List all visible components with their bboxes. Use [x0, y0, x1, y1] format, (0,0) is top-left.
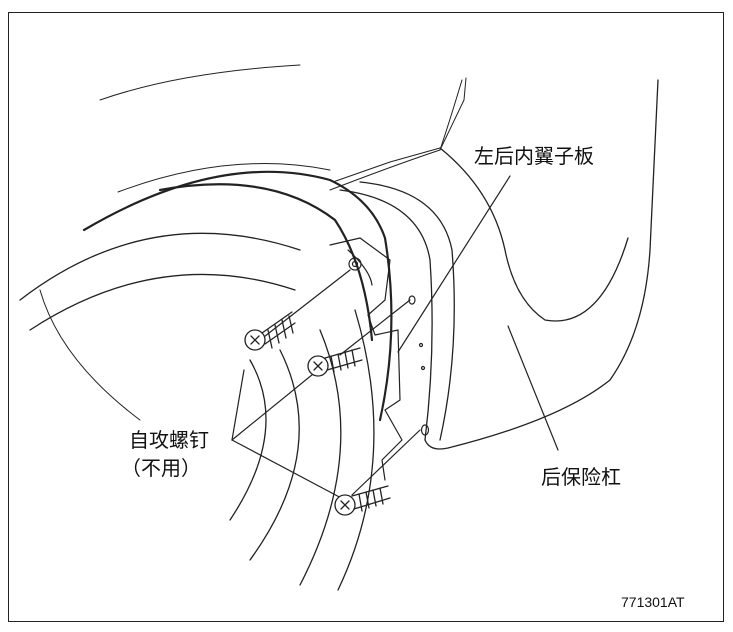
- wheel-arch: [82, 170, 393, 422]
- diagram-frame: [8, 12, 724, 622]
- screw-1: [244, 311, 296, 351]
- tire-arcs: [19, 232, 375, 591]
- rear-bumper-label: 后保险杠: [541, 465, 621, 489]
- rear-bumper-shape: [339, 79, 659, 450]
- screws-note-label: （不用）: [121, 456, 201, 480]
- leader-lines: [231, 175, 559, 501]
- screws-label: 自攻螺钉: [129, 428, 209, 452]
- screw-2: [307, 347, 363, 377]
- figure-code: 771301AT: [621, 594, 685, 610]
- screw-3: [334, 485, 391, 516]
- inner-fender-label: 左后内翼子板: [474, 144, 594, 168]
- body-contour-lines: [39, 64, 467, 421]
